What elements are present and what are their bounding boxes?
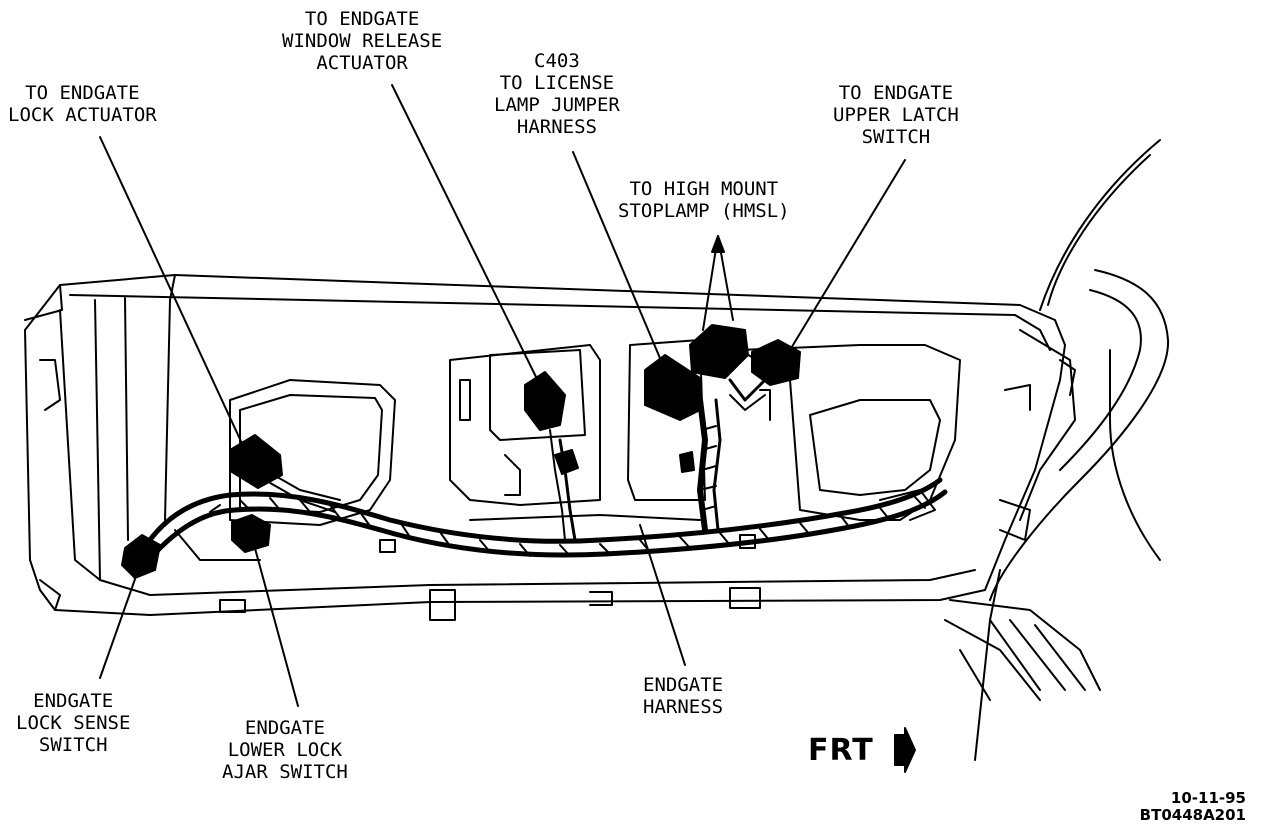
label-hmsl: TO HIGH MOUNT STOPLAMP (HMSL) — [618, 178, 790, 222]
label-c403: C403 TO LICENSE LAMP JUMPER HARNESS — [494, 50, 620, 138]
leader-lines — [99, 84, 906, 707]
figure-date: 10-11-95 — [1170, 789, 1246, 807]
label-upper-latch: TO ENDGATE UPPER LATCH SWITCH — [833, 82, 959, 148]
endgate-panel — [24, 274, 1076, 621]
connector-c403 — [644, 354, 701, 421]
vehicle-body-outline — [944, 139, 1170, 761]
label-lock-actuator: TO ENDGATE LOCK ACTUATOR — [8, 82, 157, 126]
connector-lock-actuator — [229, 434, 283, 489]
connector-window-release — [524, 371, 566, 431]
connector-hmsl — [689, 324, 749, 379]
connector-lock-sense — [121, 534, 161, 579]
direction-label: FRT — [808, 733, 874, 768]
figure-id: BT0448A201 — [1139, 806, 1246, 824]
figure-code: 10-11-95 BT0448A201 — [1140, 790, 1246, 824]
label-window-release: TO ENDGATE WINDOW RELEASE ACTUATOR — [282, 8, 443, 74]
label-harness: ENDGATE HARNESS — [643, 674, 724, 718]
leader-arrowheads — [711, 235, 725, 253]
connector-upper-latch — [751, 339, 801, 386]
arrow-right-icon — [894, 727, 916, 773]
connector-misc — [554, 449, 695, 475]
label-lock-sense: ENDGATE LOCK SENSE SWITCH — [16, 690, 131, 756]
label-lower-lock: ENDGATE LOWER LOCK AJAR SWITCH — [222, 717, 348, 783]
